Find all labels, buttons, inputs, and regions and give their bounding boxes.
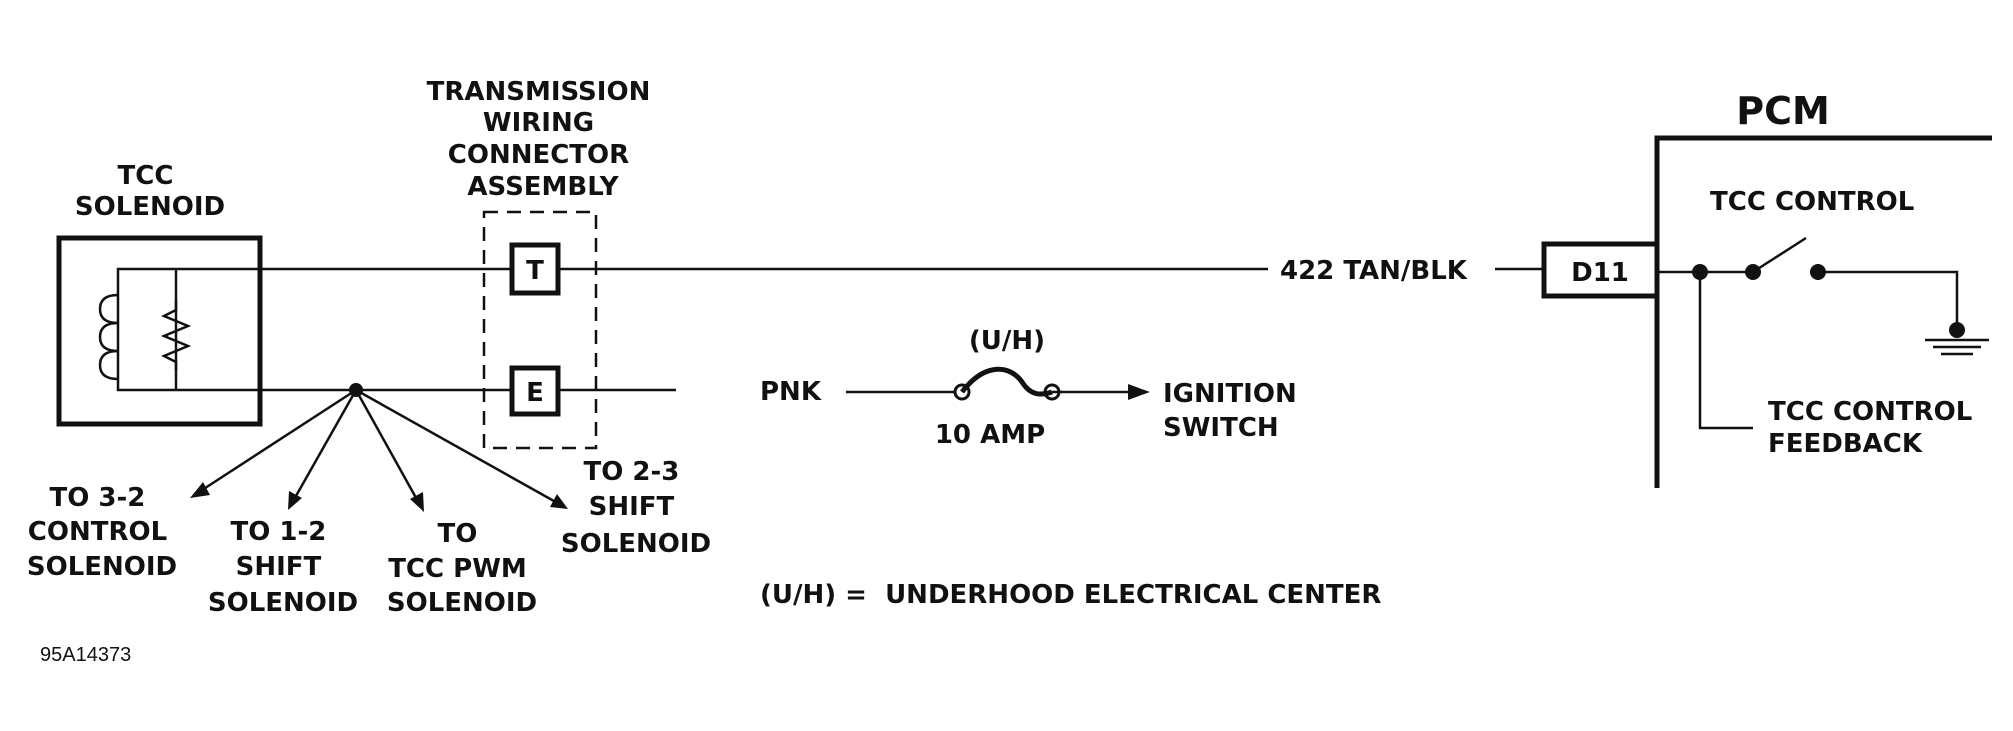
branch-arrows [190, 388, 568, 512]
tcc-solenoid-box [56, 235, 263, 427]
pin-d11-label: D11 [1571, 258, 1629, 288]
to-tcc-pwm-solenoid-label: TO TCC PWM SOLENOID [387, 519, 537, 618]
tcc-control-feedback-label: TCC CONTROL FEEDBACK [1768, 397, 1981, 459]
tcc-solenoid-label: TCC SOLENOID [75, 161, 225, 222]
wire-422-label: 422 TAN/BLK [1280, 256, 1468, 286]
resistor-icon [160, 300, 192, 370]
pin-t-label: T [526, 256, 544, 286]
connector-assembly-outline [482, 210, 598, 450]
pin-e-box [509, 365, 561, 417]
figure-id: 95A14373 [40, 644, 131, 666]
tcc-control-label: TCC CONTROL [1710, 187, 1914, 217]
pin-e-label: E [526, 378, 544, 408]
pcm-border [1654, 135, 1992, 488]
fuse-icon [953, 366, 1061, 401]
tcc-control-switch [1657, 236, 1959, 330]
ground-icon [1925, 322, 1989, 356]
fuse-rating-label: 10 AMP [935, 420, 1045, 450]
arrow-right-icon [1128, 384, 1150, 400]
feedback-wire [1698, 272, 1753, 430]
ignition-switch-label: IGNITION SWITCH [1163, 379, 1306, 443]
switch-blade-icon [1752, 236, 1807, 274]
underhood-legend: (U/H) = UNDERHOOD ELECTRICAL CENTER [760, 580, 1381, 610]
connector-assembly-label: TRANSMISSION WIRING CONNECTOR ASSEMBLY [427, 77, 660, 202]
pnk-label: PNK [760, 377, 822, 407]
pin-d11-box [1541, 241, 1660, 299]
fuse-location-label: (U/H) [969, 326, 1045, 356]
to-3-2-control-solenoid-label: TO 3-2 CONTROL SOLENOID [27, 483, 177, 582]
to-2-3-shift-solenoid-label: TO 2-3 SHIFT SOLENOID [561, 457, 711, 559]
pin-t-box [509, 242, 561, 296]
to-1-2-shift-solenoid-label: TO 1-2 SHIFT SOLENOID [208, 517, 358, 618]
pcm-label: PCM [1736, 89, 1830, 133]
coil-icon [98, 293, 119, 381]
tcc-solenoid [56, 235, 263, 427]
